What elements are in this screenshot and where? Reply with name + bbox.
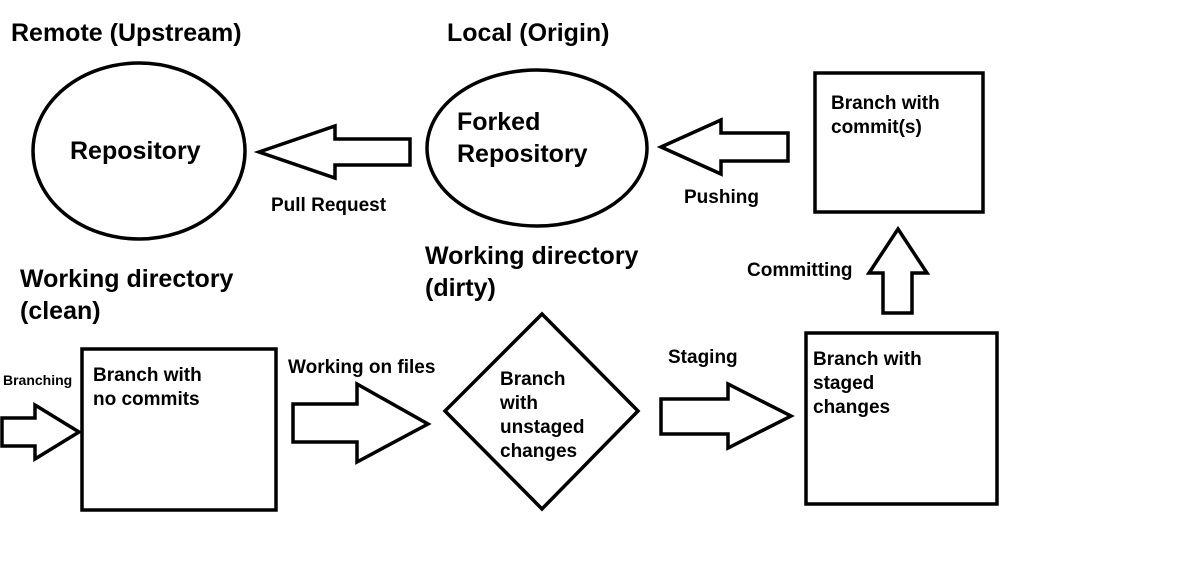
node-unstaged-label-line1: Branch	[500, 369, 565, 390]
node-unstaged-label-line2: with	[499, 393, 538, 414]
edge-pushing-label: Pushing	[684, 187, 759, 208]
edge-staging: Staging	[659, 347, 795, 451]
heading-local-origin: Local (Origin)	[447, 19, 610, 47]
edge-working-on-files-label: Working on files	[288, 357, 435, 378]
edge-staging-label: Staging	[668, 347, 738, 368]
node-staged-label-line1: Branch with	[813, 349, 922, 370]
node-staged-label-line2: staged	[813, 373, 874, 394]
node-branch-with-staged-changes: Branch with staged changes	[804, 331, 999, 506]
node-forked-repository: Forked Repository	[425, 68, 649, 228]
edge-committing: Committing	[747, 225, 931, 315]
edge-pull-request-label: Pull Request	[271, 195, 387, 216]
edge-pushing: Pushing	[656, 117, 790, 208]
node-branch-with-commits-label-line1: Branch with	[831, 93, 940, 114]
node-branch-with-no-commits: Branch with no commits	[80, 347, 278, 512]
node-branch-with-no-commits-label-line1: Branch with	[93, 365, 202, 386]
edge-pull-request: Pull Request	[253, 123, 412, 216]
edge-working-on-files: Working on files	[288, 357, 435, 465]
node-branch-with-commits-label-line2: commit(s)	[831, 117, 922, 138]
heading-working-directory-dirty: Working directory	[425, 242, 639, 270]
edge-branching: Branching	[0, 372, 83, 463]
heading-working-directory-clean: Working directory	[20, 265, 234, 293]
heading-working-directory-dirty-state: (dirty)	[425, 274, 496, 302]
node-branch-with-unstaged-changes: Branch with unstaged changes	[442, 311, 641, 512]
node-unstaged-label-line3: unstaged	[500, 417, 584, 438]
node-upstream-repository: Repository	[31, 61, 247, 241]
node-branch-with-commits: Branch with commit(s)	[813, 71, 985, 214]
node-staged-label-line3: changes	[813, 397, 890, 418]
edge-committing-label: Committing	[747, 260, 853, 281]
node-forked-repository-label-line2: Repository	[457, 140, 588, 168]
node-unstaged-label-line4: changes	[500, 441, 577, 462]
heading-working-directory-clean-state: (clean)	[20, 297, 101, 325]
node-upstream-repository-label: Repository	[70, 137, 201, 165]
edge-branching-label: Branching	[3, 372, 72, 388]
node-forked-repository-label-line1: Forked	[457, 108, 540, 136]
heading-remote-upstream: Remote (Upstream)	[11, 19, 242, 47]
node-branch-with-no-commits-label-line2: no commits	[93, 389, 200, 410]
